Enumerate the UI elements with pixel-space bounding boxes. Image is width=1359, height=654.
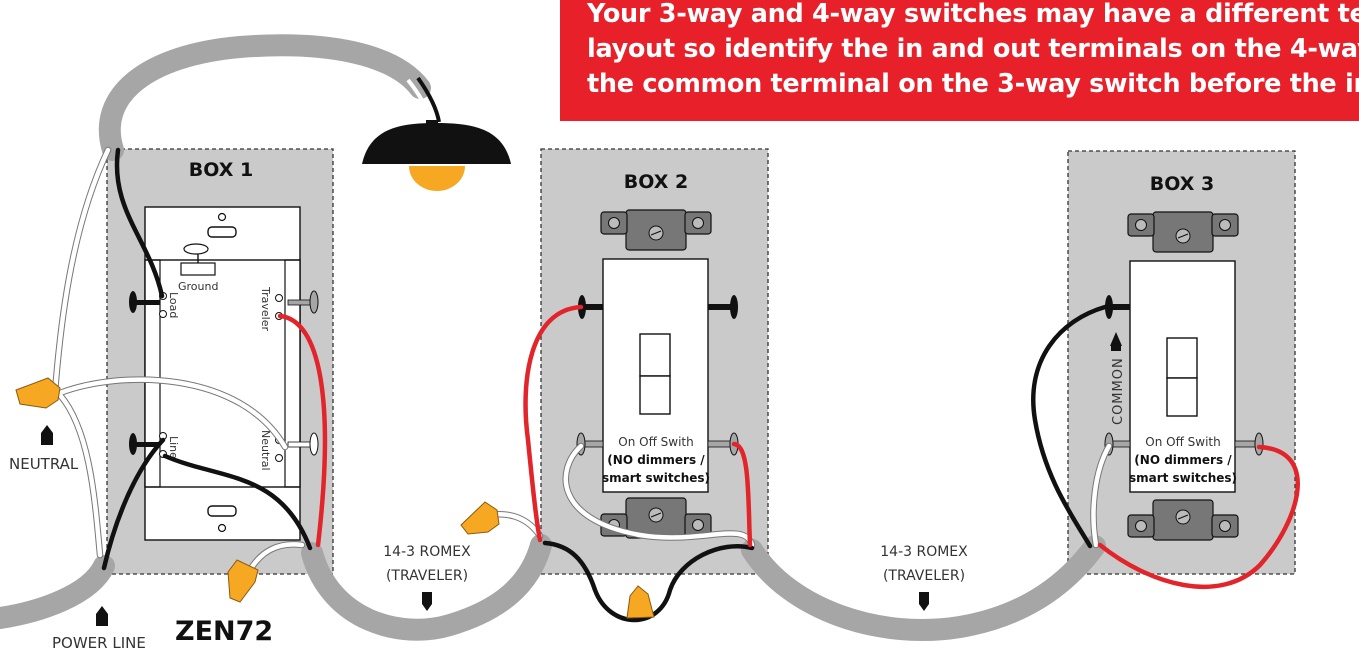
annotations: NEUTRAL POWER LINE ZEN72 14-3 ROMEX (TRA… <box>9 425 968 652</box>
line-wire-from-power <box>101 437 166 571</box>
zen72-body-right-notch <box>284 259 300 488</box>
load-terminal-hole-b <box>159 310 167 318</box>
cable-power-line <box>0 555 115 629</box>
box3-toggle-lower <box>1166 377 1198 417</box>
box-1-title: BOX 1 <box>189 159 253 181</box>
wire-nuts <box>15 377 655 619</box>
traveler-terminal-hole-a <box>275 294 283 302</box>
romex-1-label-line2: (TRAVELER) <box>386 568 468 584</box>
box2-traveler-red-left <box>523 304 584 543</box>
light-feed-wire-black <box>416 76 441 123</box>
box3-traveler-red <box>1097 444 1300 589</box>
box3-switch-note-2: smart switches) <box>1129 471 1237 485</box>
wire-nut-box2-bottom-icon <box>626 585 655 619</box>
power-line-arrow-icon <box>96 606 108 626</box>
box2-switch-note-1: (NO dimmers / <box>607 453 705 467</box>
warning-line-1: Your 3-way and 4-way switches may have a… <box>587 0 1359 29</box>
neutral-wire-zen72 <box>57 377 288 450</box>
zen72-top-slot <box>207 226 237 238</box>
box2-traveler-red-right <box>731 441 753 548</box>
ground-label: Ground <box>178 280 218 293</box>
romex-1-label-line1: 14-3 ROMEX <box>383 544 471 560</box>
romex-2-arrow-icon <box>919 592 929 611</box>
romex-2-label-line1: 14-3 ROMEX <box>880 544 968 560</box>
ground-screw <box>183 243 209 255</box>
light-fixture <box>362 76 511 191</box>
box2-switch-note-2: smart switches) <box>602 471 710 485</box>
light-shade <box>362 123 511 164</box>
load-label: Load <box>167 292 180 318</box>
zen72-bottom-hole <box>217 523 227 533</box>
box2-switch-label: On Off Swith <box>618 435 693 449</box>
light-bulb <box>409 166 465 191</box>
neutral-wire-box3 <box>1091 443 1112 548</box>
neutral-wire-light <box>52 147 111 395</box>
wire-nut-neutral-icon <box>15 377 61 409</box>
zen72-top-hole <box>217 212 227 222</box>
neutral-arrow-icon <box>41 425 53 445</box>
romex-2-label-line2: (TRAVELER) <box>883 568 965 584</box>
neutral-annotation: NEUTRAL <box>9 455 79 473</box>
box2-toggle-upper <box>639 333 671 377</box>
box2-black-loop <box>542 540 755 623</box>
neutral-label: Neutral <box>259 430 272 471</box>
cable-box1-to-box2 <box>301 534 552 641</box>
light-feed-wire-white <box>406 78 433 123</box>
zen72-body-left-notch <box>145 259 161 488</box>
box-3-title: BOX 3 <box>1150 173 1214 195</box>
device-name-label: ZEN72 <box>175 616 273 647</box>
line-label: Line <box>167 436 180 459</box>
warning-line-2: layout so identify the in and out termin… <box>587 34 1359 64</box>
zen72-screws <box>129 290 319 456</box>
neutral-terminal-hole-b <box>275 454 283 462</box>
box-2-switch: On Off Swith (NO dimmers / smart switche… <box>576 209 739 539</box>
traveler-label: Traveler <box>259 286 272 331</box>
romex-1-arrow-icon <box>422 592 432 611</box>
warning-line-3: the common terminal on the 3-way switch … <box>587 69 1359 99</box>
ground-terminal <box>180 262 216 276</box>
box3-toggle-upper <box>1166 337 1198 379</box>
box3-switch-label: On Off Swith <box>1145 435 1220 449</box>
zen72-body <box>144 259 301 488</box>
common-arrow-icon <box>1110 332 1122 346</box>
box1-traveler-red <box>277 313 328 548</box>
box-2-title: BOX 2 <box>624 171 688 193</box>
wire-nut-zen72-icon <box>227 559 259 603</box>
box3-switch-note-1: (NO dimmers / <box>1134 453 1232 467</box>
zen72-device: Ground Load Line Traveler Neutral <box>129 206 319 541</box>
cable-box2-to-box3 <box>741 535 1106 641</box>
installation-warning-banner: Your 3-way and 4-way switches may have a… <box>560 0 1359 121</box>
box2-toggle-lower <box>639 375 671 415</box>
load-wire-to-light <box>114 147 165 299</box>
common-label: COMMON <box>1111 357 1126 425</box>
zen72-bottom-slot <box>207 505 237 517</box>
neutral-wire-power <box>57 392 103 558</box>
wire-nut-box2-left-icon <box>460 501 500 535</box>
box1-traveler-black <box>162 453 313 551</box>
box-3-switch: On Off Swith (NO dimmers / smart switche… <box>1104 211 1264 541</box>
neutral-wire-box1-romex <box>247 542 305 573</box>
box3-common-wire <box>1031 304 1108 549</box>
power-line-annotation: POWER LINE <box>52 634 146 652</box>
cable-box1-to-light <box>98 34 431 161</box>
cables <box>0 34 1106 641</box>
neutral-wire-box2 <box>563 443 755 548</box>
